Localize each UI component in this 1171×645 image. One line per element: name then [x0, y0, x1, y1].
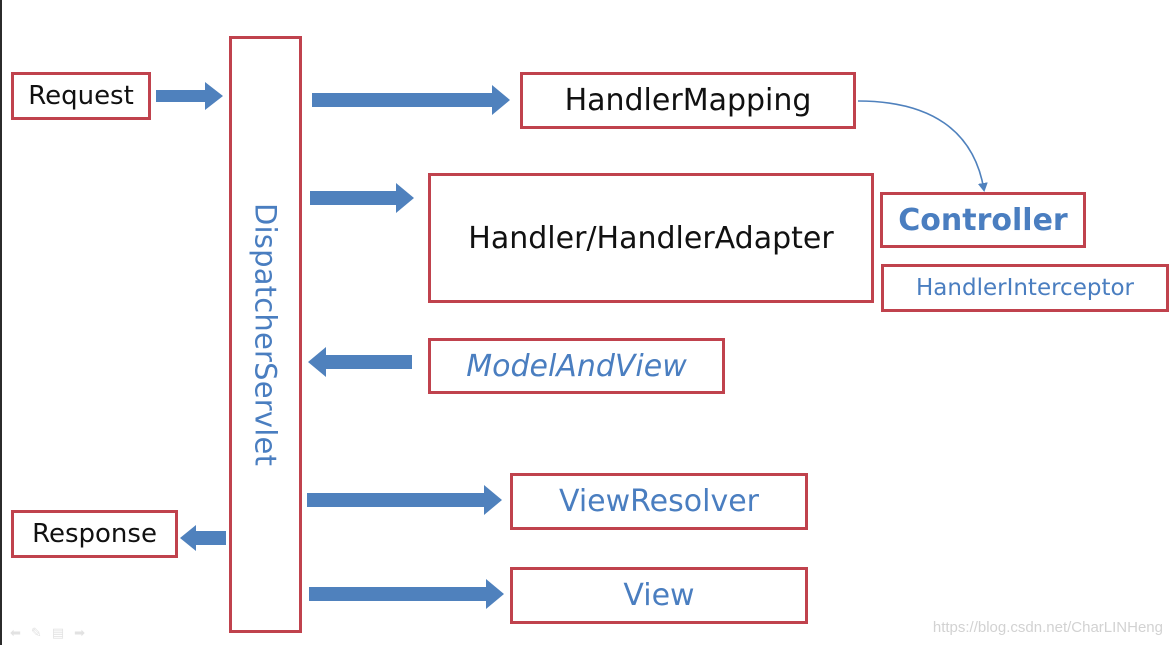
arrow-dispatcher-to-response	[180, 525, 226, 551]
handler-mapping-box: HandlerMapping	[520, 72, 856, 129]
view-resolver-box: ViewResolver	[510, 473, 808, 530]
forward-icon[interactable]: ➡	[74, 626, 86, 641]
dispatcher-servlet-label: DispatcherServlet	[248, 202, 283, 467]
response-box: Response	[11, 510, 178, 558]
left-edge-line	[0, 0, 2, 645]
watermark: https://blog.csdn.net/CharLINHeng	[932, 619, 1163, 636]
arrow-modelandview-to-dispatcher	[308, 347, 412, 377]
arrow-dispatcher-to-adapter	[310, 183, 414, 213]
dispatcher-servlet-box: DispatcherServlet	[229, 36, 302, 633]
response-label: Response	[32, 519, 157, 549]
request-box: Request	[11, 72, 151, 120]
pen-icon[interactable]: ✎	[30, 626, 42, 641]
arrow-mapping-to-controller	[857, 100, 988, 192]
slide-controls: ⬅ ✎ ▤ ➡	[10, 626, 85, 641]
view-label: View	[623, 578, 695, 613]
controller-label: Controller	[898, 202, 1068, 238]
request-label: Request	[28, 81, 134, 111]
controller-box: Controller	[880, 192, 1086, 248]
handler-mapping-label: HandlerMapping	[564, 83, 812, 118]
model-and-view-box: ModelAndView	[428, 338, 725, 394]
handler-interceptor-box: HandlerInterceptor	[881, 264, 1169, 312]
view-box: View	[510, 567, 808, 624]
handler-adapter-label: Handler/HandlerAdapter	[468, 220, 834, 256]
back-icon[interactable]: ⬅	[10, 626, 21, 641]
view-resolver-label: ViewResolver	[558, 484, 759, 519]
handler-interceptor-label: HandlerInterceptor	[916, 275, 1134, 301]
menu-icon[interactable]: ▤	[51, 626, 65, 641]
arrow-dispatcher-to-viewresolver	[307, 485, 502, 515]
arrow-request-to-dispatcher	[156, 82, 223, 110]
arrow-dispatcher-to-mapping	[312, 85, 510, 115]
model-and-view-label: ModelAndView	[466, 348, 687, 384]
arrow-dispatcher-to-view	[309, 579, 504, 609]
handler-adapter-box: Handler/HandlerAdapter	[428, 173, 874, 303]
